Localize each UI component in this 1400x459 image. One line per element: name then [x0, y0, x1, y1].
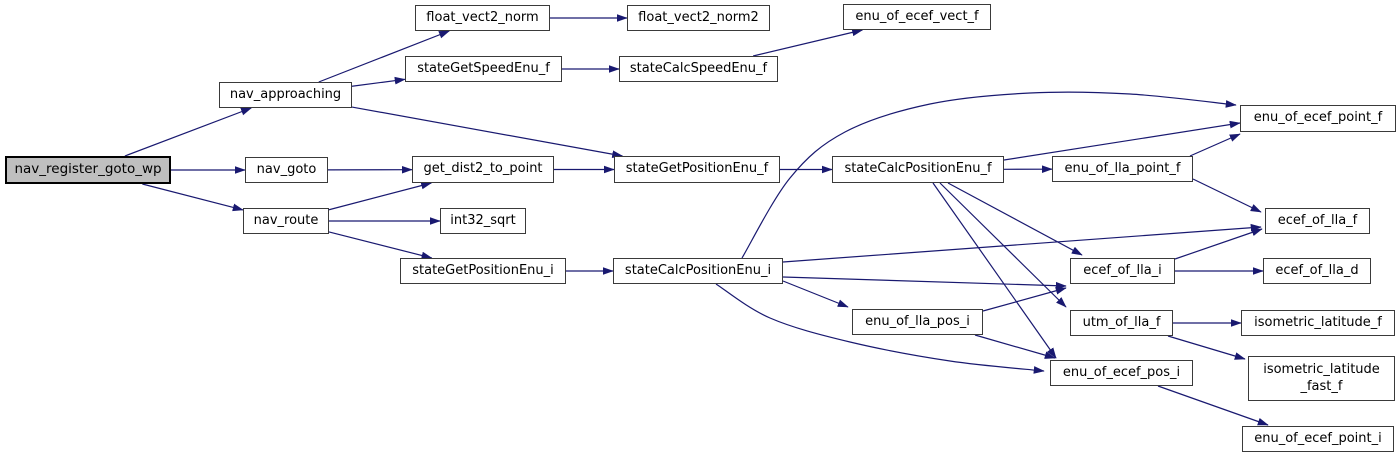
node-stateGetPositionEnu_f[interactable]: stateGetPositionEnu_f — [614, 156, 780, 183]
edge-enu_of_lla_point_f-to-enu_of_ecef_point_f — [1189, 133, 1241, 157]
edge-enu_of_lla_pos_i-to-ecef_of_lla_i — [982, 287, 1067, 312]
edge-enu_of_lla_point_f-to-ecef_of_lla_f — [1192, 178, 1262, 213]
node-stateCalcSpeedEnu_f[interactable]: stateCalcSpeedEnu_f — [619, 56, 778, 82]
node-stateGetSpeedEnu_f[interactable]: stateGetSpeedEnu_f — [405, 56, 562, 82]
node-ecef_of_lla_i[interactable]: ecef_of_lla_i — [1070, 258, 1175, 284]
edge-stateCalcPositionEnu_i-to-enu_of_lla_pos_i — [782, 280, 849, 308]
edge-ecef_of_lla_i-to-ecef_of_lla_f — [1174, 228, 1263, 260]
edge-enu_of_lla_pos_i-to-enu_of_ecef_pos_i — [974, 334, 1056, 359]
node-enu_of_lla_point_f[interactable]: enu_of_lla_point_f — [1052, 156, 1193, 182]
edge-utm_of_lla_f-to-isometric_latitude_fast_f — [1167, 335, 1246, 360]
edge-stateCalcPositionEnu_i-to-ecef_of_lla_i — [782, 276, 1067, 290]
edge-nav_approaching-to-stateGetPositionEnu_f — [351, 106, 624, 158]
node-stateGetPositionEnu_i[interactable]: stateGetPositionEnu_i — [400, 258, 566, 284]
edge-enu_of_ecef_pos_i-to-enu_of_ecef_point_i — [1157, 385, 1269, 426]
node-enu_of_ecef_vect_f[interactable]: enu_of_ecef_vect_f — [843, 4, 991, 30]
node-int32_sqrt[interactable]: int32_sqrt — [440, 208, 526, 234]
edge-stateCalcPositionEnu_f-to-enu_of_ecef_pos_i — [932, 182, 1057, 359]
node-utm_of_lla_f[interactable]: utm_of_lla_f — [1070, 310, 1173, 336]
edge-stateCalcPositionEnu_f-to-utm_of_lla_f — [939, 182, 1067, 308]
node-float_vect2_norm[interactable]: float_vect2_norm — [415, 5, 550, 31]
node-nav_approaching[interactable]: nav_approaching — [219, 82, 352, 108]
edge-stateCalcPositionEnu_i-to-enu_of_ecef_pos_i — [715, 283, 1045, 374]
node-nav_goto[interactable]: nav_goto — [245, 157, 328, 183]
edge-nav_approaching-to-float_vect2_norm — [318, 30, 450, 83]
edge-stateCalcSpeedEnu_f-to-enu_of_ecef_vect_f — [752, 28, 864, 57]
node-nav_register_goto_wp[interactable]: nav_register_goto_wp — [5, 156, 171, 184]
edge-stateCalcPositionEnu_f-to-ecef_of_lla_i — [947, 182, 1083, 256]
edge-stateCalcPositionEnu_i-to-ecef_of_lla_f — [782, 223, 1262, 263]
node-isometric_latitude_fast_f[interactable]: isometric_latitude _fast_f — [1248, 356, 1395, 401]
node-float_vect2_norm2[interactable]: float_vect2_norm2 — [627, 5, 770, 31]
node-stateCalcPositionEnu_f[interactable]: stateCalcPositionEnu_f — [832, 156, 1004, 183]
node-enu_of_ecef_pos_i[interactable]: enu_of_ecef_pos_i — [1050, 360, 1193, 386]
edge-nav_route-to-stateGetPositionEnu_i — [328, 231, 433, 260]
node-enu_of_lla_pos_i[interactable]: enu_of_lla_pos_i — [852, 309, 983, 335]
node-isometric_latitude_f[interactable]: isometric_latitude_f — [1241, 310, 1395, 336]
node-enu_of_ecef_point_i[interactable]: enu_of_ecef_point_i — [1242, 426, 1394, 452]
edge-stateCalcPositionEnu_i-to-enu_of_ecef_point_f — [741, 91, 1237, 259]
edge-nav_approaching-to-stateGetSpeedEnu_f — [351, 76, 406, 87]
edge-nav_register_goto_wp-to-nav_approaching — [124, 107, 252, 157]
node-nav_route[interactable]: nav_route — [243, 208, 329, 234]
edge-nav_register_goto_wp-to-nav_route — [142, 183, 244, 212]
node-get_dist2_to_point[interactable]: get_dist2_to_point — [412, 156, 554, 183]
edge-stateCalcPositionEnu_f-to-enu_of_ecef_point_f — [1003, 120, 1241, 161]
node-enu_of_ecef_point_f[interactable]: enu_of_ecef_point_f — [1240, 105, 1396, 132]
node-stateCalcPositionEnu_i[interactable]: stateCalcPositionEnu_i — [613, 258, 783, 284]
node-ecef_of_lla_f[interactable]: ecef_of_lla_f — [1265, 208, 1370, 234]
node-ecef_of_lla_d[interactable]: ecef_of_lla_d — [1263, 258, 1371, 284]
edge-nav_route-to-get_dist2_to_point — [328, 181, 433, 211]
